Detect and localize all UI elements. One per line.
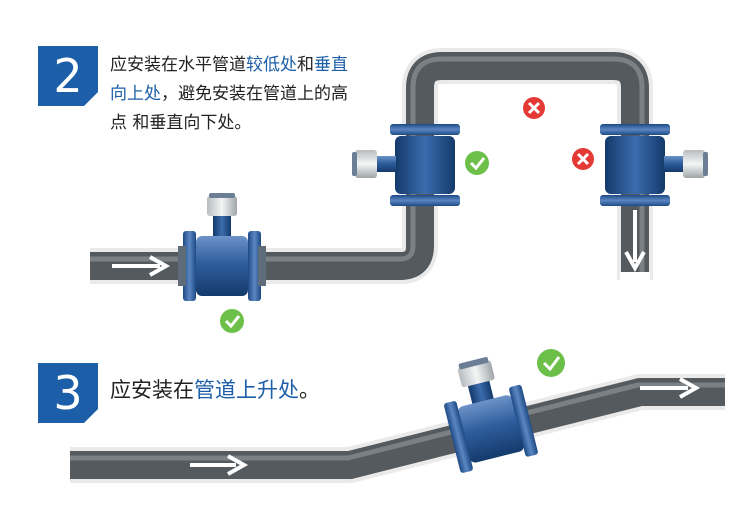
flowmeter-inclined [444,357,538,473]
check-icon [220,309,244,333]
cross-icon [572,148,594,170]
text-segment: 点 和垂直向下处。 [110,113,252,133]
text-segment: 应安装在水平管道 [110,55,246,75]
check-icon [465,151,489,175]
text-segment-highlight: 较低处 [246,55,297,75]
flowmeter-vertical-down [600,124,708,206]
step-3-text: 应安装在管道上升处。 [110,375,320,405]
text-segment: 和 [297,55,314,75]
step-3-badge: 3 [38,363,98,423]
step-2-text: 应安装在水平管道较低处和垂直向上处，避免安装在管道上的高点 和垂直向下处。 [110,51,390,138]
text-segment: 应安装在 [110,378,194,402]
text-segment: 。 [299,378,320,402]
step-2-badge: 2 [38,46,98,106]
arrow-right-icon [640,377,701,399]
text-segment-highlight: 管道上升处 [194,378,299,402]
arrow-right-icon [112,255,171,277]
flowmeter-horizontal [178,193,266,301]
cross-icon [523,97,545,119]
text-segment-highlight: 向上处 [110,84,161,104]
flowmeter-vertical-up [352,124,460,206]
text-segment-highlight: 垂直 [314,55,348,75]
arrow-down-icon [624,210,646,273]
arrow-right-icon [190,454,249,476]
check-icon [537,349,565,377]
upper-pipe [90,48,653,284]
text-segment: ，避免安装在管道上的高 [161,84,348,104]
